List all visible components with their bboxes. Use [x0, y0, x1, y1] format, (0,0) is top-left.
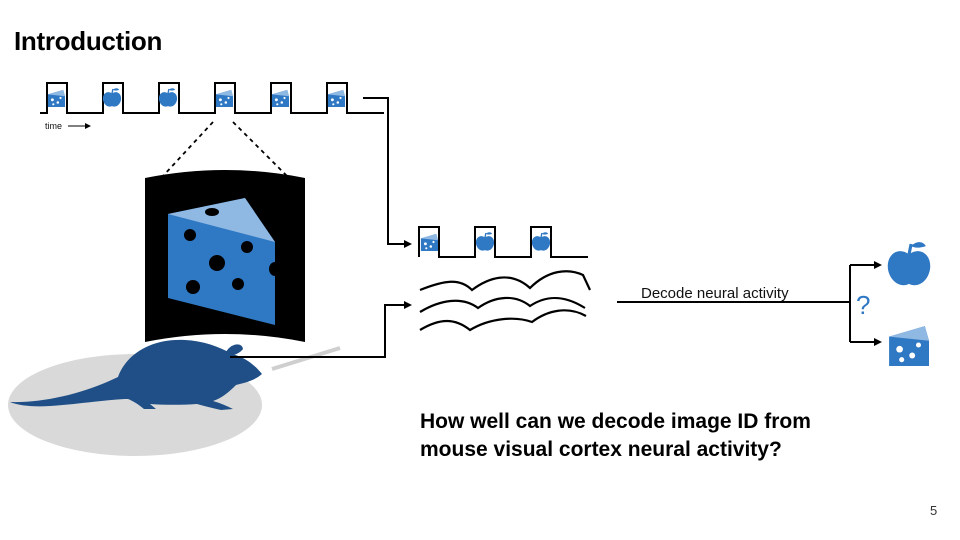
neural-activity-traces: [419, 270, 591, 332]
decoder-output-apple-icon: [886, 240, 932, 287]
research-question: How well can we decode image ID from mou…: [420, 408, 940, 464]
stimulus-apple-icon: [475, 231, 495, 252]
light-beam: [271, 346, 341, 371]
stimulus-cheese-icon: [271, 89, 289, 107]
display-screen: [145, 170, 305, 342]
screen-cheese-image: [168, 198, 275, 325]
time-axis: time: [45, 121, 91, 131]
zoom-line-right: [232, 121, 288, 177]
decoder-output-cheese-icon: [889, 326, 929, 366]
stimulus-cheese-icon: [47, 89, 65, 107]
research-question-line-2: mouse visual cortex neural activity?: [420, 438, 782, 461]
zoom-line-left: [162, 121, 214, 177]
slide-title: Introduction: [14, 26, 163, 56]
page-number: 5: [930, 503, 938, 518]
time-label: time: [45, 121, 62, 131]
selected-trials-trace: [418, 226, 588, 258]
stimulus-cheese-icon: [215, 89, 233, 107]
stimulus-cheese-icon: [327, 89, 345, 107]
mouse-silhouette: [10, 339, 262, 410]
stimulus-apple-icon: [102, 87, 122, 108]
stimulus-apple-icon: [158, 87, 178, 108]
stimulus-apple-icon: [531, 231, 551, 252]
decode-label: Decode neural activity: [641, 285, 789, 302]
research-question-line-1: How well can we decode image ID from: [420, 410, 811, 433]
stimulus-trace: [40, 82, 384, 114]
arrow-neural-to-traces: [230, 301, 412, 358]
stimulus-cheese-icon: [420, 233, 438, 251]
arrow-stimulus-to-trials: [363, 97, 412, 248]
question-mark: ?: [856, 290, 870, 320]
stimulus-trace-line: [40, 82, 384, 114]
